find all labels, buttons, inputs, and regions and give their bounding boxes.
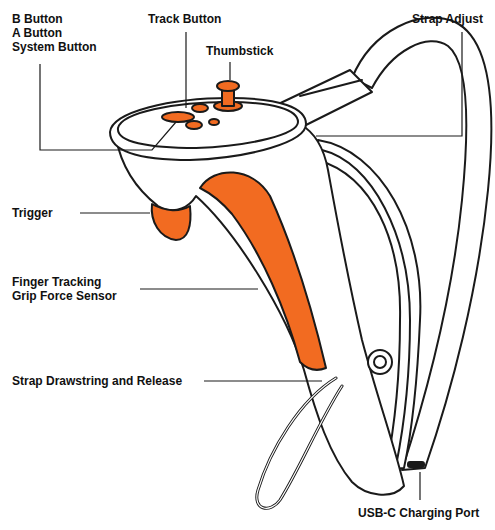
a-button <box>186 121 202 129</box>
part-label: A Button <box>12 26 62 40</box>
head-face <box>118 102 298 148</box>
usb-c-port <box>408 462 424 467</box>
handle <box>116 124 404 495</box>
part-label: B Button <box>12 12 63 26</box>
trigger <box>152 204 191 240</box>
leader-line <box>316 32 462 136</box>
part-label: Finger Tracking <box>12 275 101 289</box>
head-body <box>110 98 306 160</box>
leader-line <box>140 288 258 289</box>
leader-line <box>229 62 230 80</box>
part-label: Strap Drawstring and Release <box>12 374 182 388</box>
grip-sensor <box>200 172 326 370</box>
part-label: Trigger <box>12 206 53 220</box>
track-button <box>162 112 194 122</box>
system-button <box>209 119 219 125</box>
part-label: System Button <box>12 40 97 54</box>
drawstring-knob <box>368 350 392 374</box>
b-button <box>192 104 208 112</box>
drawstring-knob-inner <box>374 356 386 368</box>
leader-line <box>185 32 186 108</box>
part-label: USB-C Charging Port <box>358 506 479 520</box>
part-label: Grip Force Sensor <box>12 289 117 303</box>
leader-line <box>204 380 322 381</box>
leader-line <box>419 472 420 500</box>
drawstring-inner <box>257 378 342 508</box>
part-label: Strap Adjust <box>412 12 483 26</box>
part-label: Track Button <box>148 12 221 26</box>
controller-drawing <box>110 18 491 508</box>
strap-arm-edge <box>300 80 362 96</box>
leader-line <box>40 64 176 150</box>
thumbstick-cap <box>217 81 239 91</box>
drawstring <box>257 378 342 508</box>
leader-lines <box>40 32 462 500</box>
leader-line <box>80 212 150 213</box>
part-label: Thumbstick <box>206 44 273 58</box>
